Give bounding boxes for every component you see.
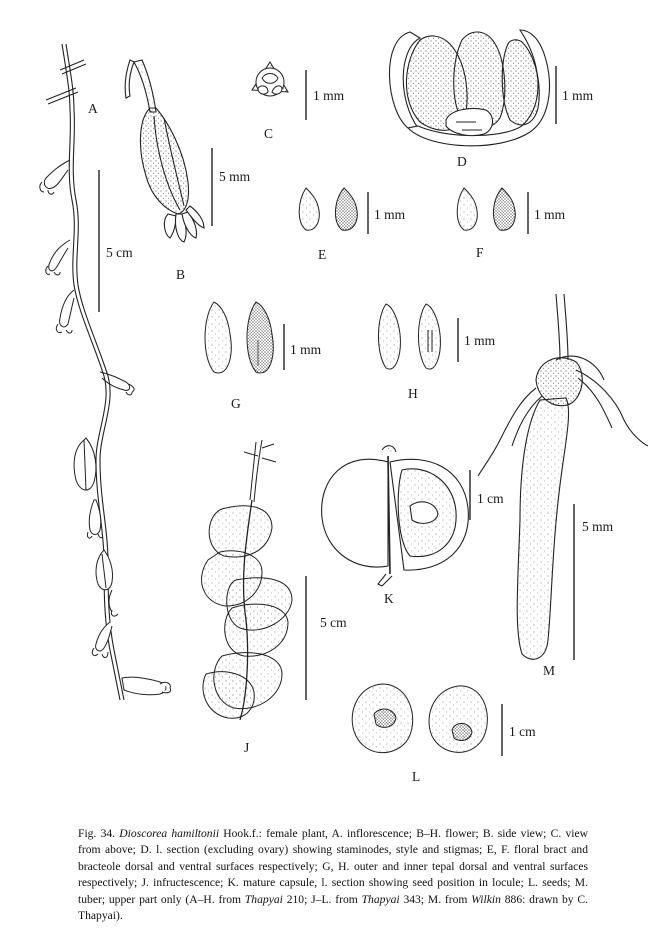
- scale-label-e: 1 mm: [374, 207, 406, 222]
- scale-label-h: 1 mm: [464, 333, 496, 348]
- caption-collector-3: Wilkin: [471, 892, 501, 906]
- label-h: H: [408, 386, 418, 401]
- figure-m-tuber: [477, 293, 649, 660]
- scale-label-d: 1 mm: [562, 88, 594, 103]
- label-e: E: [318, 247, 327, 262]
- label-d: D: [457, 154, 467, 169]
- scale-label-j: 5 cm: [320, 615, 347, 630]
- caption-text: Hook.f.: female plant, A. inflorescence;…: [78, 827, 588, 906]
- figure-j-infructescence: [201, 439, 307, 721]
- scale-label-l: 1 cm: [509, 724, 536, 739]
- label-b: B: [176, 267, 186, 282]
- figure-l-seeds: [351, 683, 503, 756]
- figure-c-flower-top: [251, 61, 307, 120]
- caption-species: Dioscorea hamiltonii: [119, 827, 220, 840]
- figure-a-inflorescence: [39, 43, 171, 701]
- figure-g-outer-tepal: [204, 301, 285, 374]
- scale-label-a: 5 cm: [106, 245, 133, 260]
- label-f: F: [476, 245, 484, 260]
- caption-number-3: 886: drawn by C. Thapyai).: [78, 892, 589, 923]
- label-m: M: [543, 663, 556, 678]
- caption-collector-2: Thapyai: [361, 892, 400, 906]
- figure-caption: Fig. 34. Dioscorea hamiltonii Hook.f.: f…: [78, 826, 588, 925]
- scale-label-k: 1 cm: [477, 491, 504, 506]
- label-g: G: [231, 396, 241, 411]
- figure-b-flower: [124, 59, 213, 243]
- caption-number-2: 343; M. from: [399, 892, 472, 906]
- figure-h-inner-tepal: [378, 303, 459, 370]
- caption-number-1: 210; J–L. from: [282, 892, 362, 906]
- caption-collector-1: Thapyai: [244, 892, 283, 906]
- scale-label-g: 1 mm: [290, 342, 322, 357]
- label-k: K: [384, 591, 394, 606]
- label-j: J: [244, 740, 250, 755]
- figure-k-capsule: [321, 445, 471, 587]
- botanical-plate: [39, 29, 649, 756]
- figure-e-bract: [298, 187, 369, 234]
- scale-label-m: 5 mm: [582, 519, 614, 534]
- figure-f-bracteole: [456, 187, 529, 234]
- label-l: L: [412, 769, 421, 784]
- scale-label-f: 1 mm: [534, 207, 566, 222]
- figure-d-section: [388, 29, 557, 147]
- scale-label-c: 1 mm: [313, 88, 345, 103]
- label-c: C: [264, 126, 274, 141]
- label-a: A: [88, 101, 98, 116]
- scale-label-b: 5 mm: [219, 169, 251, 184]
- caption-fig-number: Fig. 34.: [78, 827, 116, 840]
